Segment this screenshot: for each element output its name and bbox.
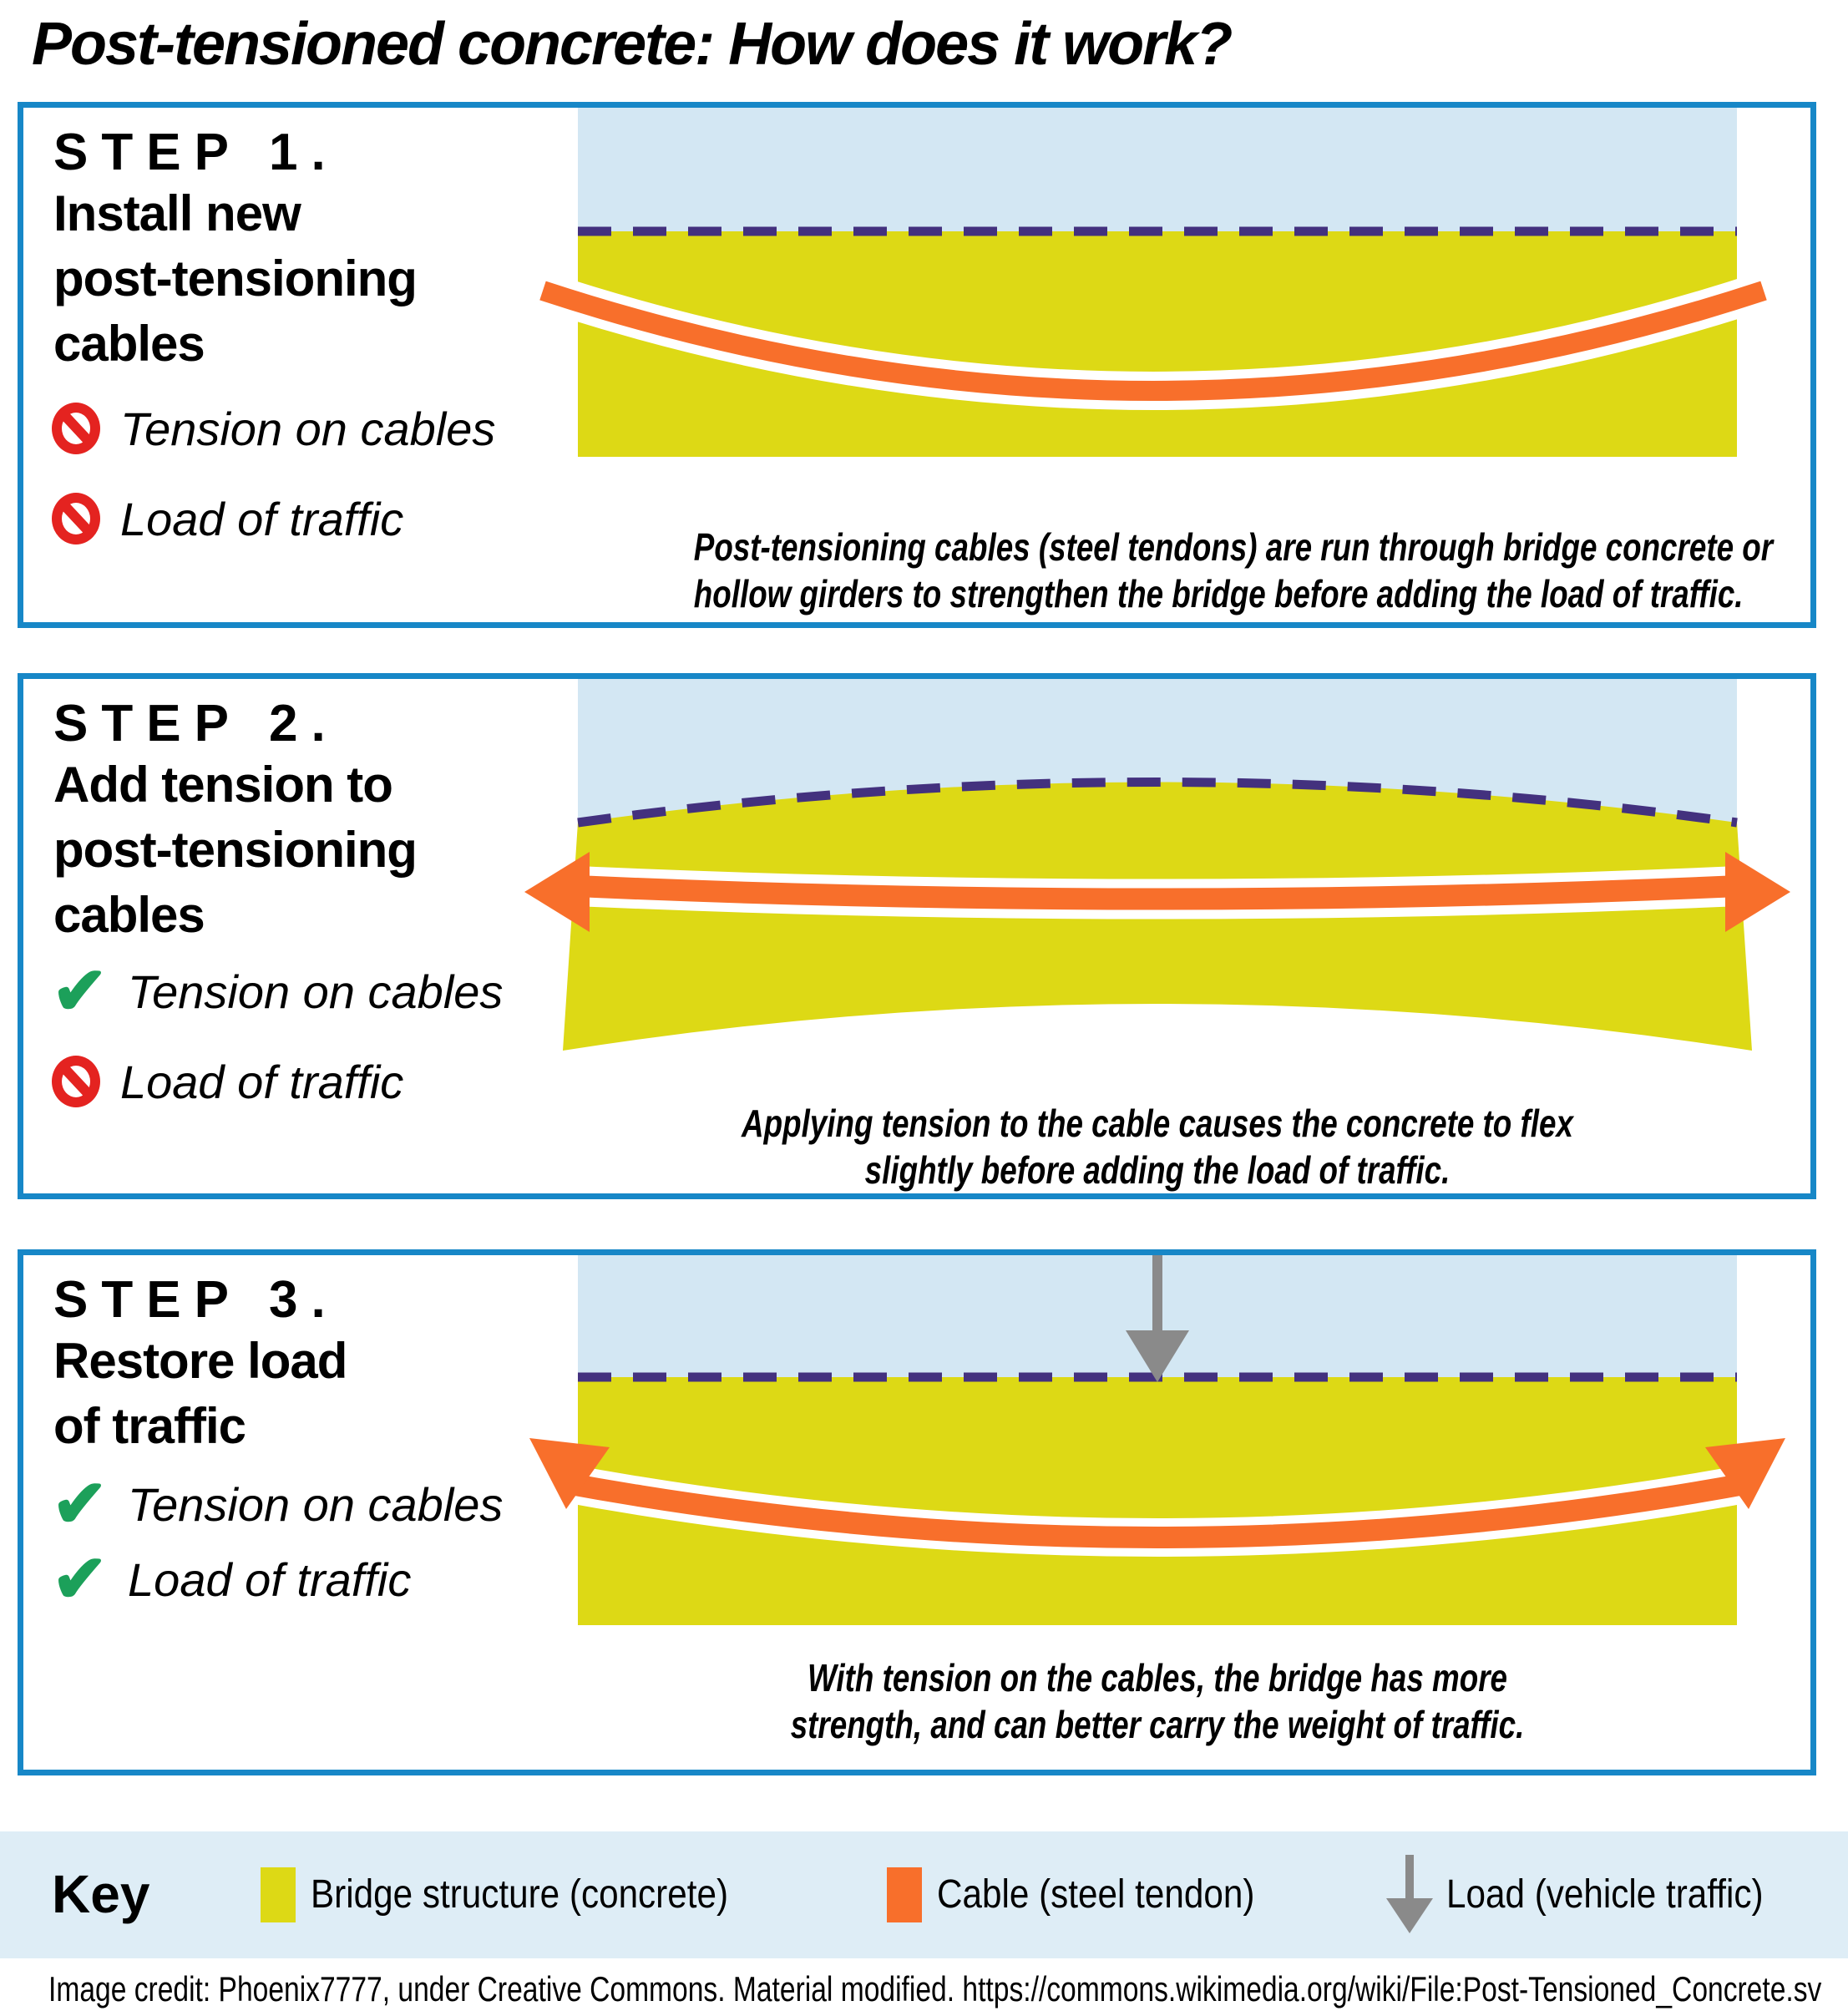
legend-title: Key bbox=[52, 1864, 150, 1924]
step3-heading: STEP 3. bbox=[53, 1271, 339, 1329]
step3-sub-line: Restore load bbox=[53, 1333, 347, 1389]
step1-panel: STEP 1. Install new post-tensioning cabl… bbox=[18, 102, 1816, 628]
no-symbol-icon bbox=[52, 493, 100, 545]
concrete-swatch bbox=[261, 1867, 296, 1922]
tension-arrowhead-left bbox=[529, 1438, 610, 1509]
caption-line: slightly before adding the load of traff… bbox=[864, 1148, 1451, 1192]
cable-swatch bbox=[887, 1867, 922, 1922]
caption-line: With tension on the cables, the bridge h… bbox=[807, 1656, 1507, 1699]
dashed-deck-line bbox=[577, 778, 1738, 828]
no-symbol-icon bbox=[52, 403, 100, 454]
image-credit: Image credit: Phoenix7777, under Creativ… bbox=[48, 1969, 1822, 2008]
bullet-label: Tension on cables bbox=[128, 1477, 504, 1531]
check-icon: ✔ bbox=[52, 1542, 109, 1616]
step1-sub-line: Install new bbox=[53, 185, 301, 241]
step2-sub-line: Add tension to bbox=[53, 757, 393, 813]
step2-caption: Applying tension to the cable causes the… bbox=[694, 1100, 1621, 1193]
cable bbox=[557, 874, 1758, 910]
caption-line: Applying tension to the cable causes the… bbox=[742, 1102, 1573, 1145]
check-icon: ✔ bbox=[52, 1466, 109, 1541]
bullet-label: Tension on cables bbox=[120, 402, 496, 455]
cable bbox=[539, 281, 1767, 401]
check-icon: ✔ bbox=[52, 954, 109, 1028]
step2-diagram bbox=[524, 679, 1790, 1051]
load-arrow-shaft bbox=[1152, 1255, 1162, 1334]
sky-background bbox=[578, 108, 1737, 231]
legend-label-cable: Cable (steel tendon) bbox=[937, 1872, 1255, 1917]
step3-panel: STEP 3. Restore load of traffic ✔ Tensio… bbox=[18, 1249, 1816, 1775]
page-title: Post-tensioned concrete: How does it wor… bbox=[32, 11, 1233, 78]
step3-diagram bbox=[529, 1255, 1785, 1625]
step2-panel: STEP 2. Add tension to post-tensioning c… bbox=[18, 673, 1816, 1199]
caption-line: hollow girders to strengthen the bridge … bbox=[693, 572, 1744, 615]
cable bbox=[559, 1471, 1756, 1548]
no-symbol-icon bbox=[52, 1056, 100, 1107]
bullet-label: Load of traffic bbox=[120, 1055, 404, 1108]
step1-heading: STEP 1. bbox=[53, 124, 339, 181]
step3-subheading: Restore load of traffic bbox=[53, 1329, 347, 1459]
step2-bullet-tension: ✔ Tension on cables bbox=[52, 954, 504, 1028]
step3-caption: With tension on the cables, the bridge h… bbox=[694, 1654, 1621, 1748]
step3-bullet-load: ✔ Load of traffic bbox=[52, 1542, 412, 1616]
step1-sub-line: cables bbox=[53, 316, 205, 372]
bullet-label: Tension on cables bbox=[128, 965, 504, 1018]
step2-sub-line: cables bbox=[53, 887, 205, 943]
legend: Key Bridge structure (concrete) Cable (s… bbox=[0, 1831, 1848, 1958]
tension-arrowhead-left bbox=[524, 852, 590, 932]
caption-line: strength, and can better carry the weigh… bbox=[790, 1703, 1525, 1746]
step2-sub-line: post-tensioning bbox=[53, 822, 418, 878]
tension-arrowhead-right bbox=[1705, 1438, 1785, 1509]
tension-arrowhead-right bbox=[1725, 852, 1790, 932]
legend-label-concrete: Bridge structure (concrete) bbox=[311, 1872, 729, 1917]
step1-bullet-tension: Tension on cables bbox=[52, 398, 495, 458]
bullet-label: Load of traffic bbox=[120, 492, 404, 545]
step1-diagram bbox=[536, 108, 1770, 457]
step2-subheading: Add tension to post-tensioning cables bbox=[53, 752, 418, 948]
legend-label-load: Load (vehicle traffic) bbox=[1446, 1872, 1764, 1917]
bullet-label: Load of traffic bbox=[128, 1553, 412, 1606]
load-arrow-icon bbox=[1386, 1855, 1433, 1933]
step1-sub-line: post-tensioning bbox=[53, 251, 418, 306]
step3-bullet-tension: ✔ Tension on cables bbox=[52, 1466, 504, 1541]
caption-line: Post-tensioning cables (steel tendons) a… bbox=[693, 525, 1774, 569]
step2-bullet-load: Load of traffic bbox=[52, 1051, 403, 1112]
step1-subheading: Install new post-tensioning cables bbox=[53, 181, 418, 377]
load-arrow-icon bbox=[1126, 1330, 1189, 1382]
step3-sub-line: of traffic bbox=[53, 1398, 246, 1454]
step2-heading: STEP 2. bbox=[53, 695, 339, 752]
step1-caption: Post-tensioning cables (steel tendons) a… bbox=[693, 524, 1774, 617]
step1-bullet-load: Load of traffic bbox=[52, 489, 403, 549]
